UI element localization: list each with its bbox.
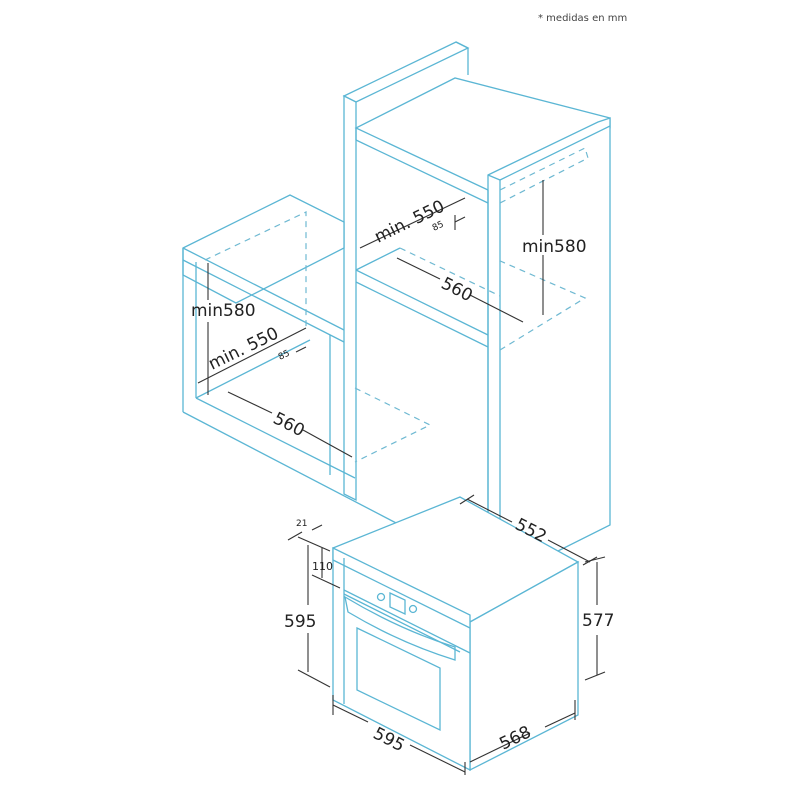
oven: [332, 496, 580, 772]
oven-body-height-label: 577: [582, 611, 614, 631]
tall-cabinet: [342, 41, 611, 581]
dimensions: [197, 180, 606, 775]
control-knob-icon: [408, 604, 418, 614]
frame-depth-label: 21: [296, 519, 307, 529]
display-icon: [389, 591, 406, 616]
panel-height-label: 110: [312, 560, 333, 573]
lower-height-label: min580: [191, 301, 256, 321]
oven-front-height-label: 595: [284, 612, 316, 632]
door-handle-icon: [344, 595, 456, 661]
upper-height-label: min580: [522, 237, 587, 257]
lower-offset-label: 85: [277, 349, 292, 363]
control-knob-icon: [376, 592, 386, 602]
lower-width-label: 560: [270, 409, 308, 442]
oven-window: [356, 626, 441, 732]
units-note: * medidas en mm: [538, 13, 628, 24]
lower-depth-label: min. 550: [205, 323, 281, 374]
upper-offset-label: 85: [431, 220, 446, 234]
upper-width-label: 560: [438, 274, 476, 307]
